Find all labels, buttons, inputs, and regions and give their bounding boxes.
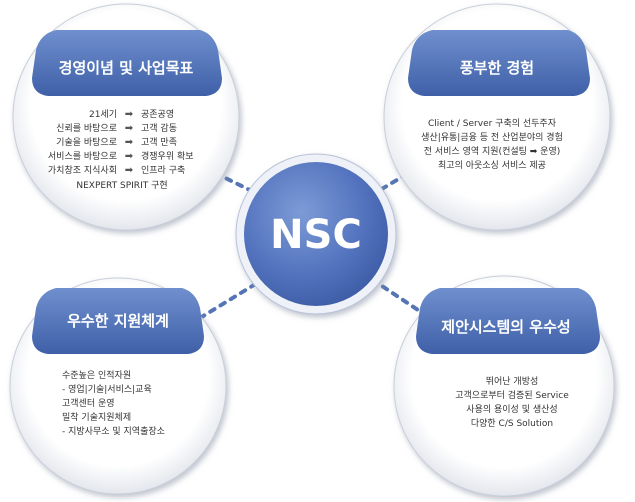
- node-title-band: [32, 30, 222, 96]
- pair-right: 공존공영: [141, 109, 174, 120]
- node-line: - 지방사무소 및 지역출장소: [62, 425, 165, 437]
- node-title-band: [32, 288, 204, 354]
- node-title-band: [416, 288, 600, 354]
- node-line: 뛰어난 개방성: [486, 376, 539, 387]
- node-title: 경영이념 및 사업목표: [59, 59, 194, 77]
- node-title-band: [408, 30, 590, 96]
- center-circle: [244, 162, 388, 306]
- pair-right: 고객 감동: [141, 122, 177, 134]
- pair-left: 가치창조 지식사회: [48, 164, 117, 176]
- center-node: NSC: [235, 153, 397, 315]
- arrow-icon: ➡: [125, 165, 134, 176]
- arrow-icon: ➡: [125, 123, 134, 134]
- arrow-icon: ➡: [125, 109, 134, 120]
- node-line: 전 서비스 영역 지원(컨설팅 ➡ 운영): [424, 146, 561, 157]
- arrow-icon: ➡: [125, 137, 134, 148]
- node-title: 풍부한 경험: [460, 59, 534, 77]
- node-proposal-system: 제안시스템의 우수성 뛰어난 개방성 고객으로부터 검증된 Service 사용…: [393, 275, 615, 497]
- connector-bottom-left: [198, 278, 264, 320]
- node-support-system: 우수한 지원체계 수준높은 인적자원 - 영업|기술|서비스|교육 고객센터 운…: [9, 277, 227, 495]
- node-line: - 영업|기술|서비스|교육: [62, 384, 152, 395]
- pair-left: 신뢰를 바탕으로: [56, 123, 117, 134]
- node-line: 고객으로부터 검증된 Service: [455, 389, 569, 401]
- pair-left: 21세기: [89, 109, 117, 120]
- node-line: Client / Server 구축의 선두주자: [428, 118, 557, 129]
- node-line: 수준높은 인적자원: [62, 369, 131, 381]
- pair-right: 고객 만족: [141, 137, 177, 148]
- node-line: 생산|유통|금융 등 전 산업분야의 경험: [421, 131, 563, 143]
- node-management-philosophy: 경영이념 및 사업목표 21세기 ➡ 공존공영 신뢰를 바탕으로 ➡ 고객 감동…: [12, 3, 240, 231]
- node-rich-experience: 풍부한 경험 Client / Server 구축의 선두주자 생산|유통|금융…: [383, 3, 611, 231]
- node-line: 다양한 C/S Solution: [471, 418, 553, 429]
- node-title: 제안시스템의 우수성: [441, 318, 570, 336]
- node-line: 사용의 용이성 및 생산성: [466, 403, 557, 415]
- node-footer: NEXPERT SPIRIT 구현: [76, 180, 167, 191]
- node-line: 최고의 아웃소싱 서비스 제공: [438, 160, 546, 171]
- node-line: 고객센터 운영: [62, 398, 115, 409]
- pair-right: 경쟁우위 확보: [141, 150, 194, 162]
- connector-bottom-right: [368, 276, 429, 318]
- pair-right: 인프라 구축: [141, 165, 185, 176]
- pair-left: 기술을 바탕으로: [56, 137, 117, 148]
- arrow-icon: ➡: [125, 151, 134, 162]
- connector-top-right: [368, 166, 419, 198]
- node-pair-list: 21세기 ➡ 공존공영 신뢰를 바탕으로 ➡ 고객 감동 기술을 바탕으로 ➡ …: [48, 109, 194, 176]
- node-title: 우수한 지원체계: [67, 312, 169, 330]
- node-line: 밀착 기술지원체제: [62, 411, 131, 423]
- center-label: NSC: [270, 212, 362, 258]
- pair-left: 서비스를 바탕으로: [48, 151, 117, 162]
